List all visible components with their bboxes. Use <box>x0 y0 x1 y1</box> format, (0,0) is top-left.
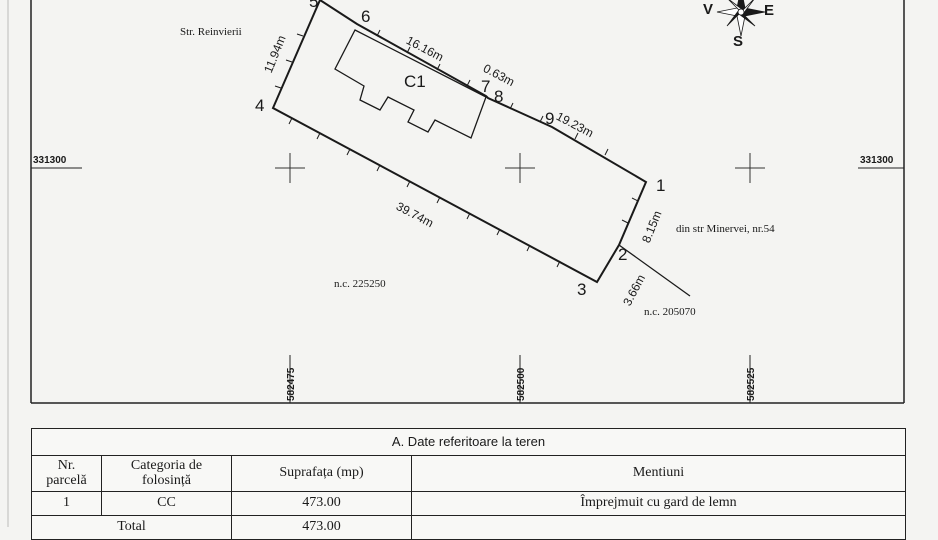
header-nr-line1: Nr. <box>57 457 76 473</box>
street-minervei-label: din str Minervei, nr.54 <box>676 223 775 235</box>
building-label: C1 <box>404 72 426 91</box>
grid-x-label-582525: 582525 <box>746 367 757 401</box>
grid-y-label-right: 331300 <box>860 155 894 166</box>
cell-nr: 1 <box>31 491 102 516</box>
point-label-4: 4 <box>255 96 265 115</box>
cell-suprafata: 473.00 <box>231 491 412 516</box>
point-label-1: 1 <box>656 176 666 195</box>
total-mentiuni <box>410 515 907 540</box>
header-categoria-line2: folosință <box>142 472 191 488</box>
street-reinvierii-label: Str. Reinvierii <box>180 26 242 38</box>
header-nr-line2: parcelă <box>46 472 87 488</box>
point-label-5: 5 <box>309 0 319 11</box>
total-value: 473.00 <box>231 515 412 540</box>
neighbour-225250-label: n.c. 225250 <box>334 278 386 290</box>
header-suprafata: Suprafața (mp) <box>231 455 412 492</box>
point-label-7: 7 <box>481 77 491 96</box>
point-label-9: 9 <box>545 109 555 128</box>
grid-x-label-582500: 582500 <box>516 367 527 401</box>
total-label: Total <box>31 515 232 540</box>
parcel-boundary <box>271 0 648 284</box>
neighbour-boundary-line <box>618 244 691 297</box>
cell-categorie: CC <box>101 491 232 516</box>
point-label-8: 8 <box>494 87 504 106</box>
header-categoria: Categoria de folosință <box>101 455 232 492</box>
point-label-3: 3 <box>577 280 587 299</box>
header-categoria-line1: Categoria de <box>130 457 203 473</box>
compass-west-label: V <box>703 1 714 18</box>
fence-ticks <box>274 29 639 268</box>
neighbour-205070-label: n.c. 205070 <box>644 306 696 318</box>
table-title: A. Date referitoare la teren <box>30 428 907 456</box>
table-total-row: Total 473.00 <box>31 515 907 540</box>
point-label-2: 2 <box>618 245 628 264</box>
point-label-6: 6 <box>361 7 371 26</box>
compass-rose <box>716 0 766 37</box>
compass-east-label: E <box>764 2 775 19</box>
land-data-table: A. Date referitoare la teren Nr. parcelă… <box>30 428 907 540</box>
building-c1-outline <box>334 29 487 139</box>
table-row: 1 CC 473.00 Împrejmuit cu gard de lemn <box>31 491 907 516</box>
grid-crosses <box>275 153 765 183</box>
header-mentiuni: Mentiuni <box>410 455 907 492</box>
header-nr-parcela: Nr. parcelă <box>31 455 102 492</box>
cell-mentiuni: Împrejmuit cu gard de lemn <box>410 491 907 516</box>
grid-x-label-582475: 582475 <box>286 367 297 401</box>
cadastral-plan <box>7 0 905 527</box>
grid-y-label-left: 331300 <box>33 155 67 166</box>
compass-south-label: S <box>733 33 744 50</box>
